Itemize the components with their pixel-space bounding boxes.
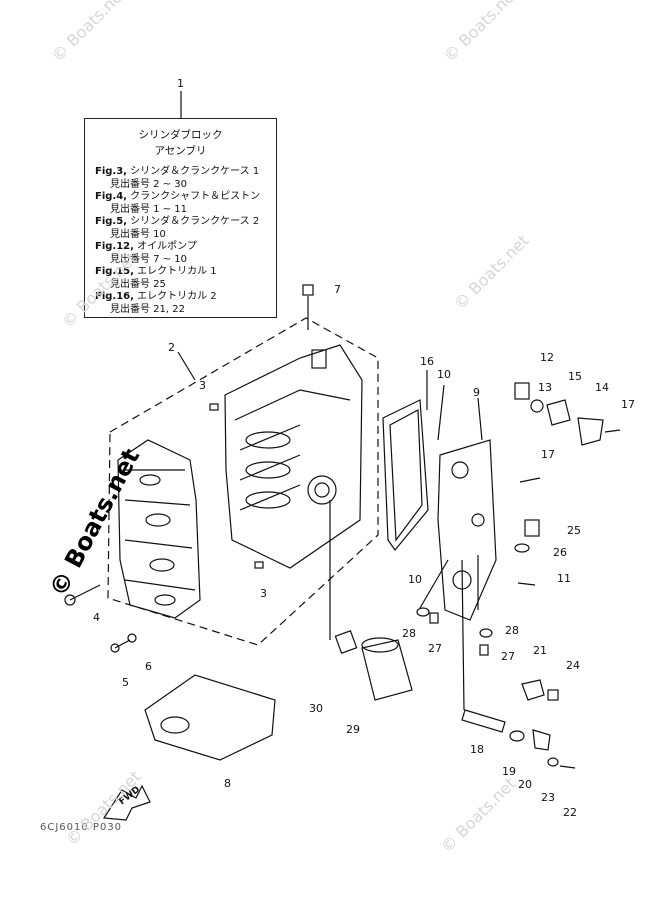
callout-4: 4	[93, 611, 100, 624]
small-parts	[64, 284, 621, 769]
legend-subtitle: アセンブリ	[154, 145, 207, 157]
callout-30: 30	[309, 702, 323, 715]
gasket-8	[144, 674, 276, 761]
legend-row: Fig.12, オイルポンプ	[95, 241, 197, 252]
legend-subrow: 見出番号 10	[110, 229, 166, 240]
callout-7: 7	[334, 283, 341, 296]
callout-19: 19	[502, 765, 516, 778]
callout-11: 11	[557, 572, 571, 585]
callout-3: 3	[260, 587, 267, 600]
callout-20: 20	[518, 778, 532, 791]
callout-15: 15	[568, 370, 582, 383]
legend-subrow: 見出番号 1 ~ 11	[110, 204, 188, 215]
callout-17: 17	[621, 398, 635, 411]
callout-8: 8	[224, 777, 231, 790]
fwd-arrow	[102, 784, 151, 821]
oil-filter-29	[361, 637, 413, 701]
callout-17: 17	[541, 448, 555, 461]
legend-row: Fig.16, エレクトリカル 2	[95, 291, 217, 302]
cover-plate-9	[437, 439, 497, 621]
callout-22: 22	[563, 806, 577, 819]
legend-subrow: 見出番号 21, 22	[110, 304, 185, 315]
callout-12: 12	[540, 351, 554, 364]
callout-13: 13	[538, 381, 552, 394]
callout-5: 5	[122, 676, 129, 689]
callout-28: 28	[505, 624, 519, 637]
legend-subrow: 見出番号 2 ~ 30	[110, 179, 188, 190]
legend-subrow: 見出番号 7 ~ 10	[110, 254, 188, 265]
callout-18: 18	[470, 743, 484, 756]
legend-row: Fig.3, シリンダ＆クランクケース 1	[95, 166, 260, 177]
callout-28: 28	[402, 627, 416, 640]
callout-21: 21	[533, 644, 547, 657]
callout-3: 3	[199, 379, 206, 392]
legend-title: シリンダブロック	[138, 129, 223, 141]
callout-16: 16	[420, 355, 434, 368]
legend-row: Fig.15, エレクトリカル 1	[95, 266, 217, 277]
legend-box: シリンダブロック アセンブリ Fig.3, シリンダ＆クランクケース 1 見出番…	[84, 118, 277, 318]
assembly-boundary	[107, 317, 379, 646]
callout-29: 29	[346, 723, 360, 736]
callout-27: 27	[501, 650, 515, 663]
callout-26: 26	[553, 546, 567, 559]
crankcase-cover	[117, 439, 201, 619]
legend-row: Fig.5, シリンダ＆クランクケース 2	[95, 216, 260, 227]
cylinder-block	[224, 344, 363, 569]
callout-14: 14	[595, 381, 609, 394]
callout-6: 6	[145, 660, 152, 673]
callout-10: 10	[408, 573, 422, 586]
callout-9: 9	[473, 386, 480, 399]
drawing-code: 6CJ6010 P030	[40, 822, 123, 833]
callout-25: 25	[567, 524, 581, 537]
callout-23: 23	[541, 791, 555, 804]
legend-row: Fig.4, クランクシャフト＆ピストン	[95, 191, 261, 202]
callout-24: 24	[566, 659, 580, 672]
callout-1: 1	[177, 77, 184, 90]
callout-27: 27	[428, 642, 442, 655]
callout-2: 2	[168, 341, 175, 354]
callout-10: 10	[437, 368, 451, 381]
gasket-16	[382, 399, 429, 551]
legend-subrow: 見出番号 25	[110, 279, 166, 290]
